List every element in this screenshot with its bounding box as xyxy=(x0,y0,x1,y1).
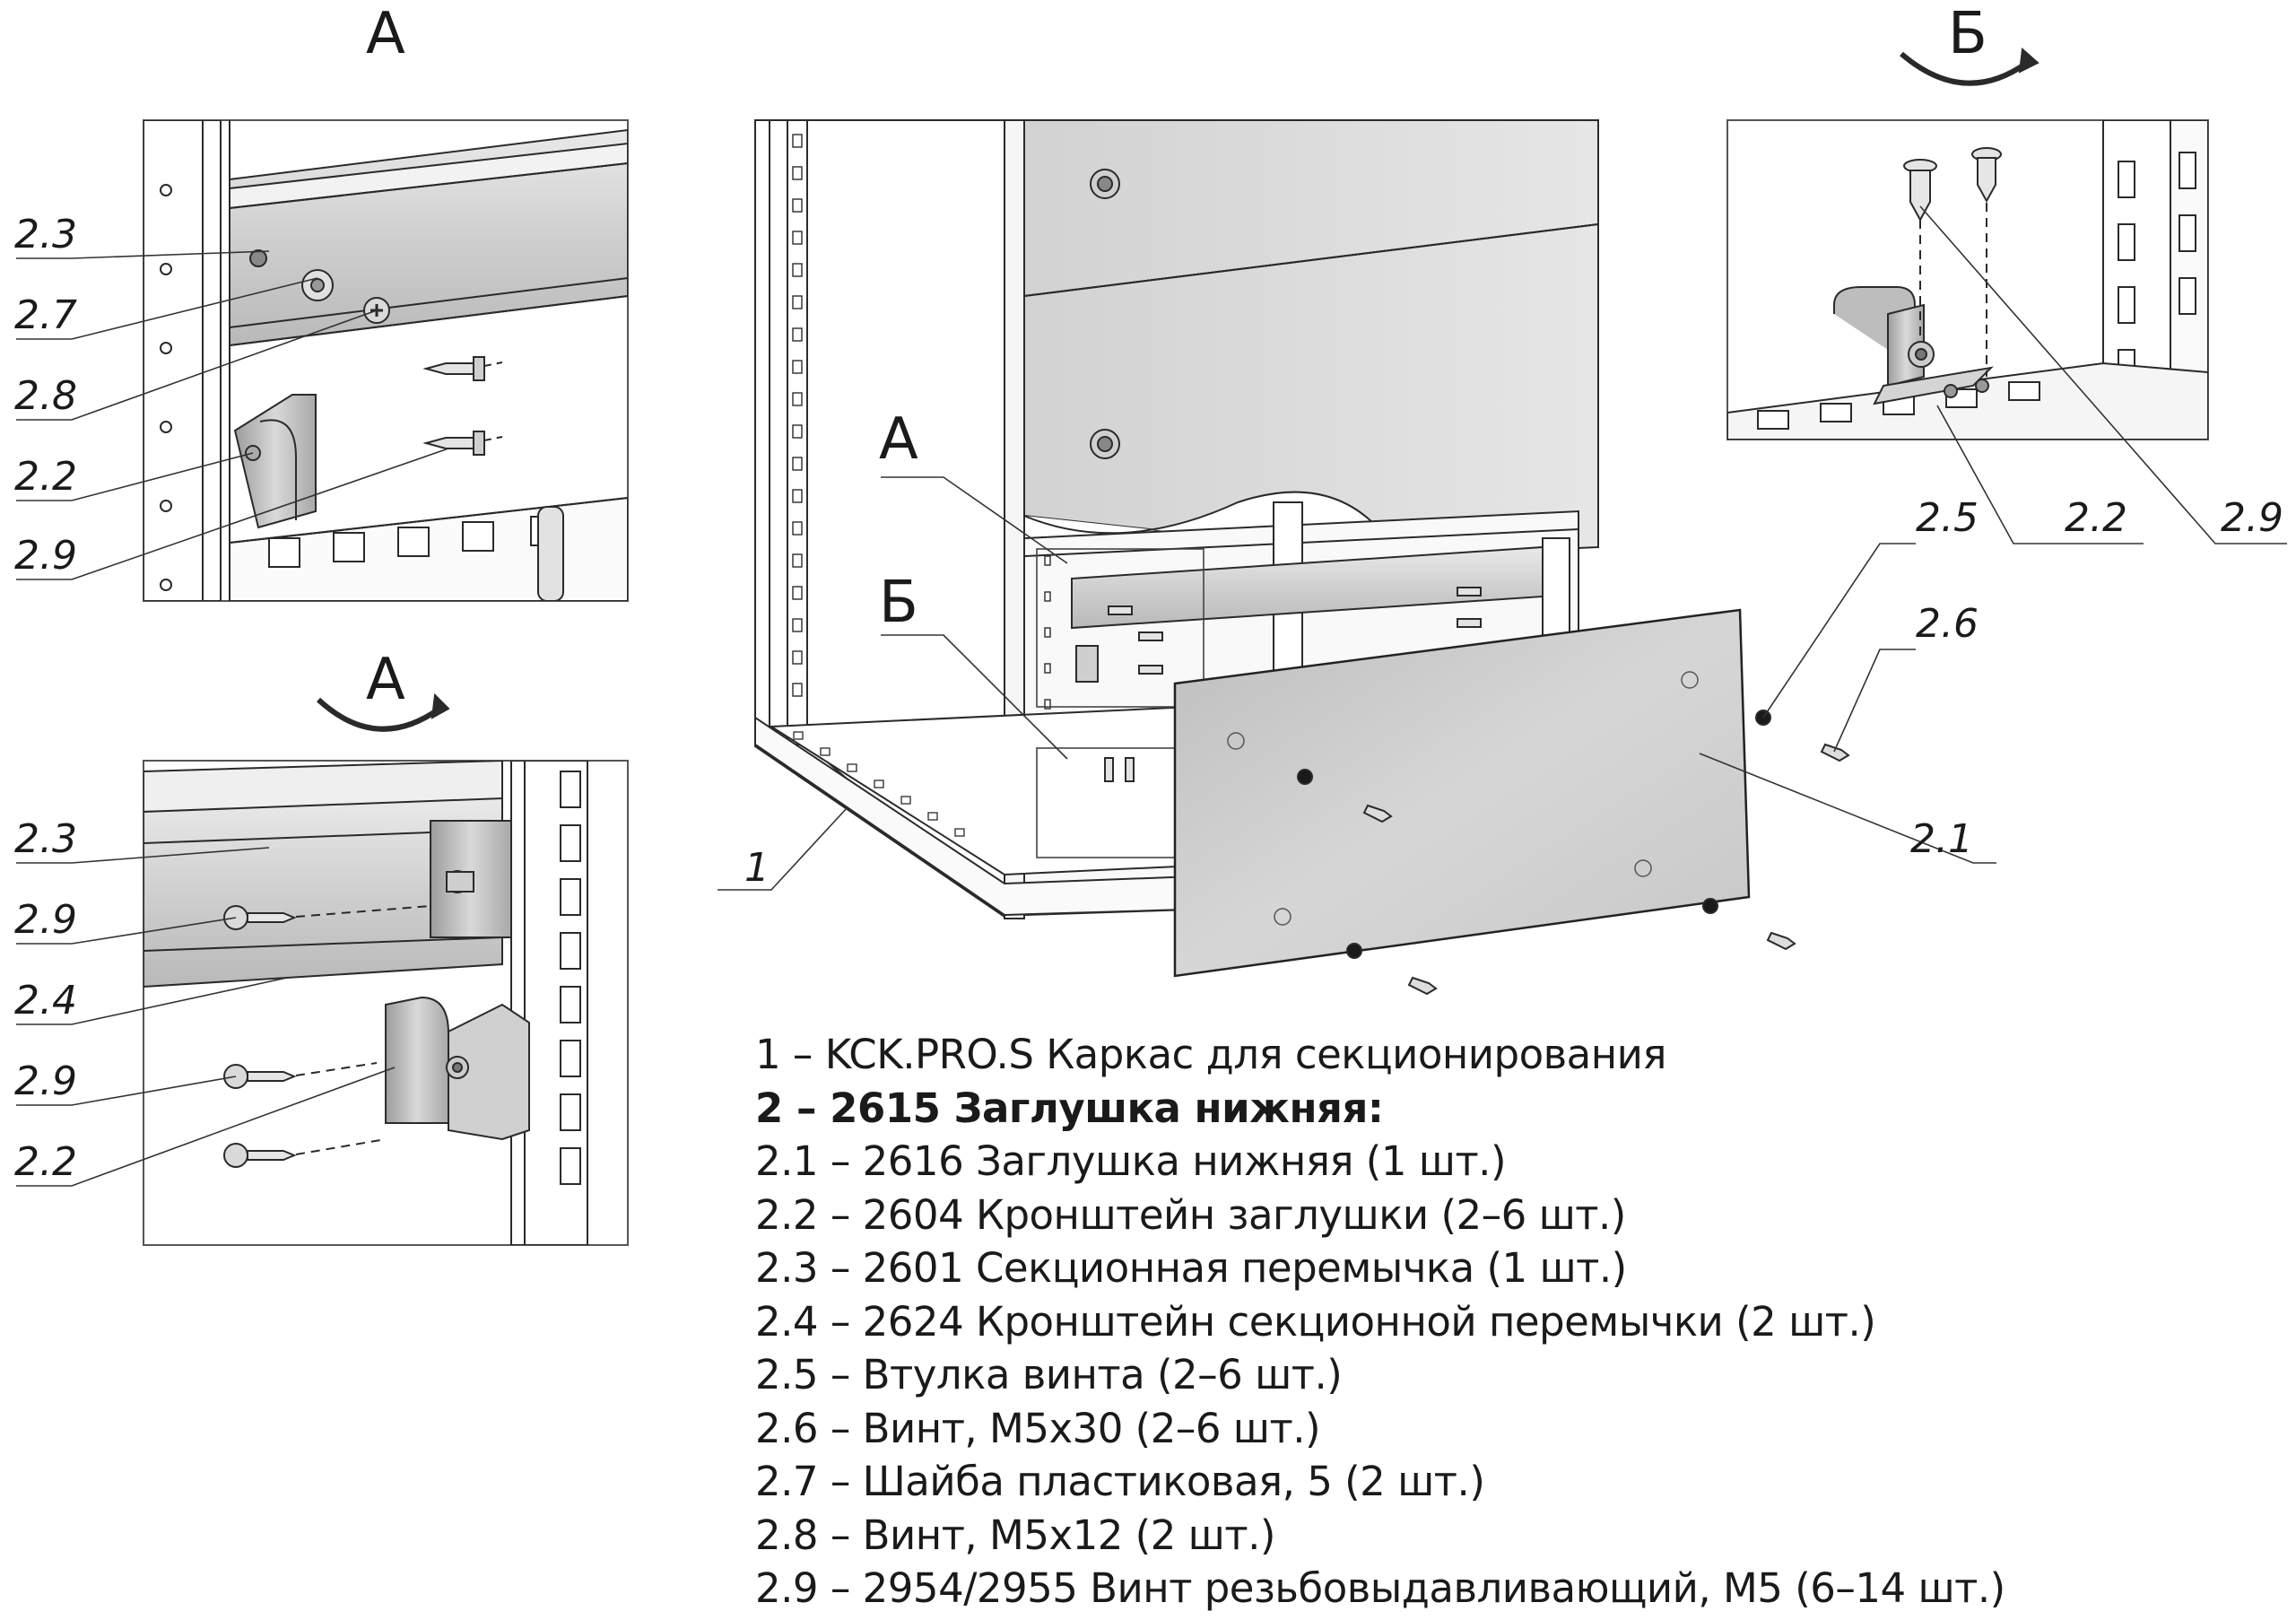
legend-row: 2.6 – Винт, М5х30 (2–6 шт.) xyxy=(755,1404,1321,1452)
callout-a-top-5: 2.9 xyxy=(14,533,77,579)
callout-a-top-1: 2.3 xyxy=(14,212,77,257)
view-a-bottom-title: А xyxy=(366,647,405,713)
legend-row: 2.3 – 2601 Секционная перемычка (1 шт.) xyxy=(755,1244,1627,1292)
legend-row: 1 – KCK.PRO.S Каркас для секционирования xyxy=(755,1031,1666,1078)
legend-row: 2.9 – 2954/2955 Винт резьбовыдавливающий… xyxy=(755,1564,2005,1612)
callout-a-bottom-4: 2.9 xyxy=(14,1058,77,1104)
callout-b-1: 2.2 xyxy=(2065,495,2127,541)
legend-row: 2.7 – Шайба пластиковая, 5 (2 шт.) xyxy=(755,1458,1485,1505)
view-b xyxy=(1726,47,2287,544)
callout-panel: 2.1 xyxy=(1910,816,1973,862)
callout-bushing: 2.5 xyxy=(1916,495,1979,541)
view-a-top-title: А xyxy=(366,1,405,67)
view-a-top xyxy=(16,119,629,602)
callout-a-bottom-1: 2.3 xyxy=(14,816,77,862)
callout-a-top-3: 2.8 xyxy=(14,373,77,419)
zone-a-label: А xyxy=(879,406,918,473)
legend-row: 2.1 – 2616 Заглушка нижняя (1 шт.) xyxy=(755,1137,1507,1185)
callout-a-bottom-3: 2.4 xyxy=(14,978,77,1023)
view-a-bottom xyxy=(16,692,629,1246)
legend-row: 2.8 – Винт, М5х12 (2 шт.) xyxy=(755,1511,1275,1559)
zone-b-label: Б xyxy=(879,570,918,636)
legend-row: 2.2 – 2604 Кронштейн заглушки (2–6 шт.) xyxy=(755,1190,1626,1239)
callout-a-bottom-5: 2.2 xyxy=(14,1139,77,1185)
legend-row: 2 – 2615 Заглушка нижняя: xyxy=(755,1084,1384,1132)
callout-screw: 2.6 xyxy=(1916,601,1979,647)
parts-legend: 1 – KCK.PRO.S Каркас для секционирования… xyxy=(755,1028,2280,1616)
callout-frame: 1 xyxy=(744,845,770,891)
view-b-title: Б xyxy=(1948,1,1987,67)
callout-a-top-4: 2.2 xyxy=(14,454,77,500)
callout-a-bottom-2: 2.9 xyxy=(14,897,77,943)
legend-row: 2.4 – 2624 Кронштейн секционной перемычк… xyxy=(755,1297,1876,1346)
callout-a-top-2: 2.7 xyxy=(14,292,77,338)
cabinet-main-view xyxy=(718,119,1996,996)
legend-row: 2.5 – Втулка винта (2–6 шт.) xyxy=(755,1351,1343,1398)
callout-b-2: 2.9 xyxy=(2221,495,2283,541)
